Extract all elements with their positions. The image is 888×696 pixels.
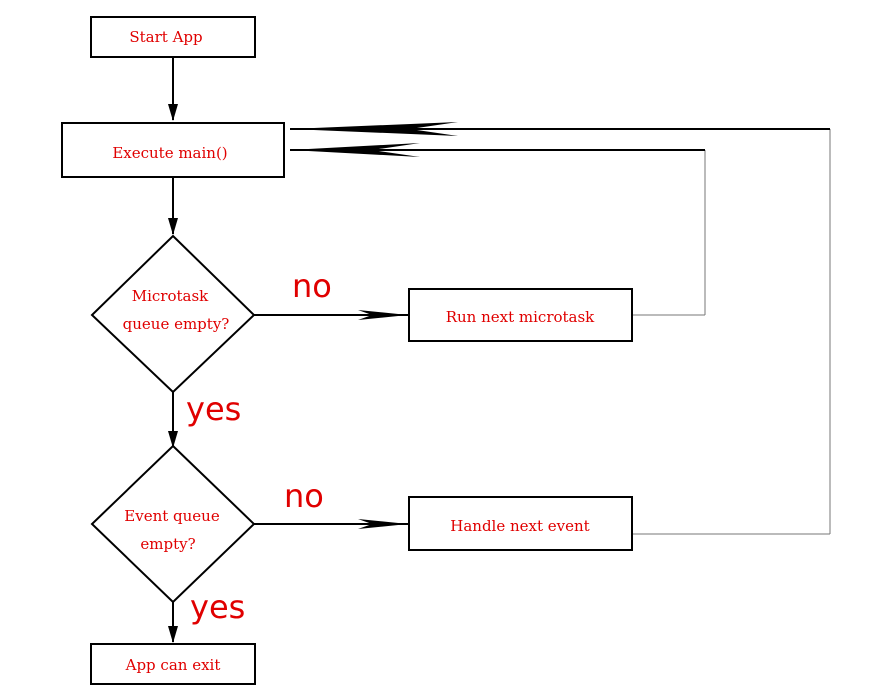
node-event-queue-check-label-line2: empty? — [140, 535, 195, 553]
node-app-can-exit: App can exit — [90, 643, 256, 685]
edge-label-event-no: no — [284, 477, 324, 515]
node-run-next-microtask-label: Run next microtask — [446, 308, 595, 326]
edge-label-microtask-no: no — [292, 267, 332, 305]
node-handle-next-event: Handle next event — [408, 496, 633, 551]
edge-label-event-yes: yes — [190, 588, 245, 626]
node-microtask-queue-check: Microtask queue empty? — [90, 234, 256, 394]
node-event-queue-check: Event queue empty? — [90, 444, 256, 604]
edge-microtask-yes — [168, 392, 178, 448]
edge-microtask-loop-back — [290, 143, 706, 316]
edge-label-microtask-yes: yes — [186, 390, 241, 428]
node-execute-main: Execute main() — [61, 122, 285, 178]
edge-event-yes — [168, 602, 178, 643]
node-execute-main-label: Execute main() — [112, 144, 227, 162]
edge-execute-to-microtask-check — [168, 177, 178, 235]
edge-event-no — [254, 519, 408, 529]
edge-event-loop-back — [290, 122, 831, 535]
edge-microtask-no — [254, 310, 408, 320]
node-event-queue-check-label-line1: Event queue — [124, 507, 220, 525]
node-microtask-queue-check-label-line1: Microtask — [132, 287, 209, 305]
node-start-app: Start App — [90, 16, 256, 58]
node-app-can-exit-label: App can exit — [125, 656, 221, 674]
node-handle-next-event-label: Handle next event — [450, 517, 589, 535]
node-microtask-queue-check-label-line2: queue empty? — [123, 315, 230, 333]
edge-start-to-execute — [168, 57, 178, 121]
node-run-next-microtask: Run next microtask — [408, 288, 633, 342]
node-start-app-label: Start App — [129, 28, 202, 46]
